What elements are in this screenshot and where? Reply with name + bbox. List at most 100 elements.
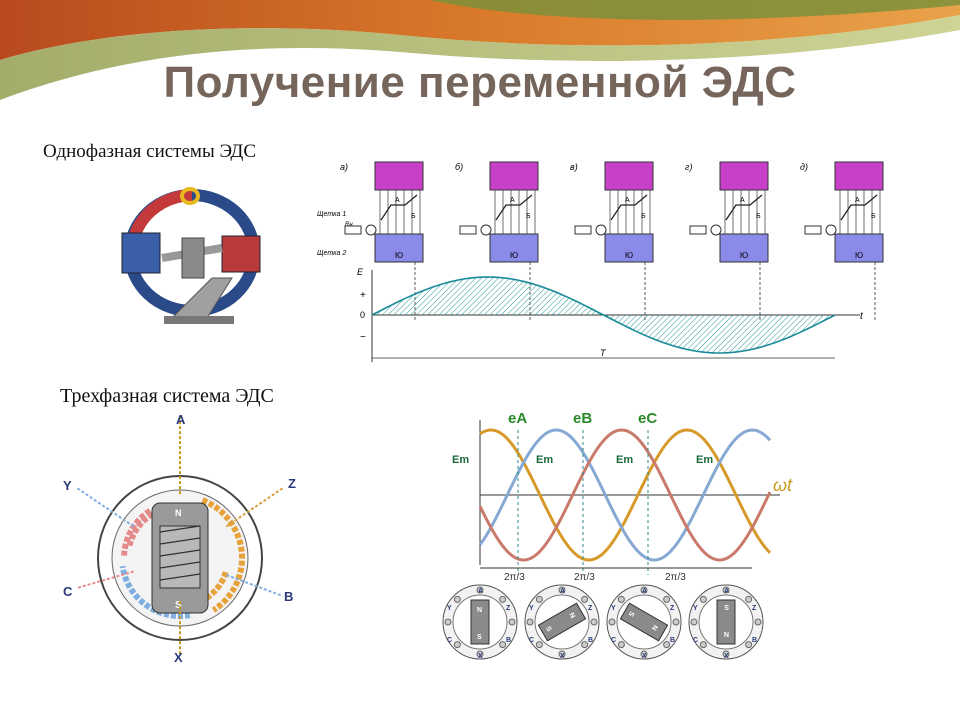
- mini-bolt: [499, 595, 507, 603]
- terminal-lead: [226, 574, 284, 597]
- phase-label: eC: [638, 410, 657, 427]
- conductor-label: А: [510, 197, 515, 204]
- mini-terminal: C: [611, 637, 616, 644]
- rotor-winding: [159, 549, 201, 557]
- single-phase-caption: Однофазная системы ЭДС: [43, 141, 257, 162]
- mini-rotor: NS: [470, 599, 490, 645]
- mini-terminal: Z: [670, 605, 675, 612]
- mini-terminal: Z: [588, 605, 593, 612]
- mini-bolt: [663, 641, 671, 649]
- mini-bolt: [745, 595, 753, 603]
- slide-title: Получение переменной ЭДС: [163, 58, 797, 107]
- pole-label: Ю: [395, 251, 403, 260]
- mini-terminal: A: [724, 588, 729, 595]
- mini-bolt: [535, 595, 543, 603]
- terminal-lead: [225, 487, 284, 528]
- conductor-label: Б: [411, 213, 416, 220]
- slip-ring: [595, 224, 607, 236]
- south-pole: [604, 233, 654, 263]
- mini-bolt: [444, 618, 452, 626]
- mini-bolt: [754, 618, 762, 626]
- mini-rotor: NS: [716, 599, 736, 645]
- brush-label: Щетка 1: [317, 211, 346, 218]
- north-pole: [374, 161, 424, 191]
- mini-rotor-body: [619, 602, 669, 642]
- mini-pole-n: N: [477, 607, 482, 614]
- conductor-label: А: [740, 197, 745, 204]
- conductor-label: Б: [871, 213, 876, 220]
- terminal-y: Y: [63, 478, 72, 493]
- pole-label: Ю: [510, 251, 518, 260]
- em-label: Em: [616, 454, 633, 466]
- rotor-winding: [159, 525, 201, 533]
- mini-terminal: C: [447, 637, 452, 644]
- conductor-label: А: [395, 197, 400, 204]
- mini-bolt: [526, 618, 534, 626]
- terminal-z: Z: [288, 476, 296, 491]
- mini-bolt: [617, 641, 625, 649]
- coil-loop: [495, 194, 533, 221]
- mini-terminal: X: [560, 653, 565, 660]
- panel-label: в): [570, 162, 578, 172]
- mini-bolt: [640, 586, 648, 594]
- mini-bolt: [453, 595, 461, 603]
- terminal-a: A: [176, 412, 186, 427]
- mini-bolt: [640, 650, 648, 658]
- panel-label: б): [455, 162, 463, 172]
- em-label: Em: [536, 454, 553, 466]
- north-pole: [719, 161, 769, 191]
- phase-curve-0: [479, 428, 772, 562]
- mini-terminal: A: [560, 588, 565, 595]
- coil-a: [201, 497, 245, 613]
- mini-terminal: B: [588, 637, 593, 644]
- south-pole: [719, 233, 769, 263]
- mini-bolt: [722, 650, 730, 658]
- coil-loop: [380, 194, 418, 221]
- conductor-label: Б: [641, 213, 646, 220]
- slip-ring: [710, 224, 722, 236]
- mini-terminal: B: [670, 637, 675, 644]
- mini-bolt: [508, 618, 516, 626]
- mini-rotor-body: [537, 602, 587, 642]
- coil-loop: [610, 194, 648, 221]
- panel-label: д): [800, 162, 808, 172]
- mini-bolt: [581, 641, 589, 649]
- pole-label: Ю: [625, 251, 633, 260]
- mini-terminal: C: [693, 637, 698, 644]
- conductor-label: Б: [756, 213, 761, 220]
- mini-bolt: [476, 586, 484, 594]
- header-banner: [0, 0, 960, 100]
- phase-label: eA: [508, 410, 527, 427]
- pole-label: Ю: [855, 251, 863, 260]
- north-pole: [604, 161, 654, 191]
- pole-n: N: [175, 508, 182, 518]
- mini-terminal: Y: [529, 605, 534, 612]
- mini-terminal: Z: [506, 605, 511, 612]
- mini-pole-s: S: [627, 610, 636, 618]
- load-resistor: [574, 225, 592, 235]
- mini-bolt: [558, 650, 566, 658]
- mini-bolt: [722, 586, 730, 594]
- period-label: T: [600, 348, 607, 358]
- terminal-lead: [76, 487, 135, 528]
- phase-curve-1: [478, 428, 772, 562]
- pole-s: S: [175, 600, 182, 611]
- slip-ring: [480, 224, 492, 236]
- coil-loop: [840, 194, 878, 221]
- phase-curve-2: [478, 428, 772, 562]
- rotor-winding: [159, 573, 201, 581]
- shift-label: 2π/3: [504, 572, 525, 583]
- mini-bolt: [745, 641, 753, 649]
- north-pole: [834, 161, 884, 191]
- terminal-c: C: [63, 584, 73, 599]
- mini-rotor-body: [470, 599, 490, 645]
- load-resistor: [804, 225, 822, 235]
- em-label: Em: [452, 454, 469, 466]
- coil-c-outer: [121, 507, 154, 556]
